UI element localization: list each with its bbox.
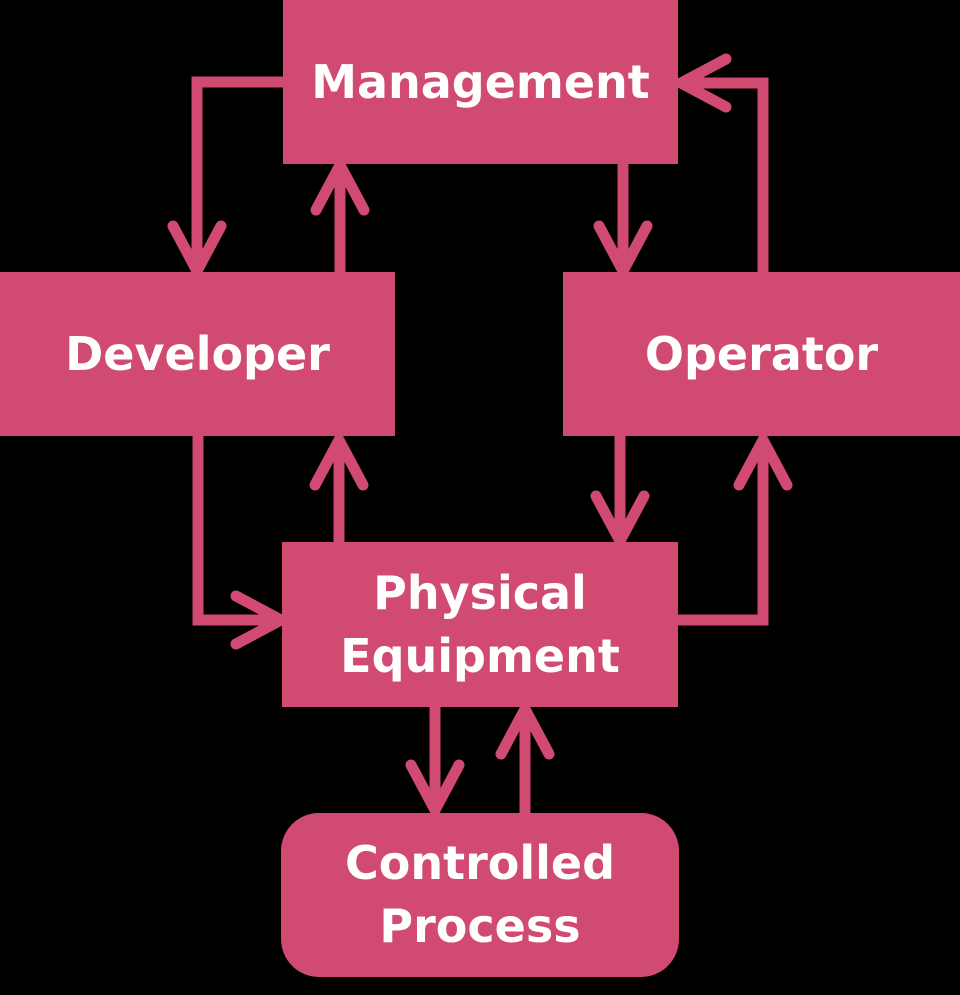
edge-line [191,76,283,271]
arrowhead-down-icon [593,220,653,283]
edge-operator-to-physical-equipment [590,436,650,553]
arrowhead-right-icon [230,590,293,650]
edge-physical-equipment-to-operator [678,428,793,626]
arrowhead-down-icon [167,220,227,283]
edge-management-to-developer [167,76,283,283]
edge-controlled-process-to-physical-equipment [495,697,555,813]
arrowhead-left-icon [669,53,732,113]
node-operator: Operator [563,272,960,436]
edge-line [681,77,769,272]
edge-developer-to-physical-equipment [192,436,293,650]
edge-physical-equipment-to-developer [309,428,369,542]
edge-management-to-operator [593,164,653,283]
edge-line [192,436,281,626]
node-physical-equipment: Physical Equipment [282,542,678,707]
node-label: Operator [644,326,879,381]
node-label-line: Process [379,899,581,953]
node-management: Management [283,0,678,164]
edge-physical-equipment-to-controlled-process [405,707,465,822]
arrowhead-up-icon [495,697,555,760]
arrowhead-down-icon [590,490,650,553]
node-label: Management [311,54,650,109]
arrowhead-up-icon [733,428,793,491]
arrowhead-up-icon [310,153,370,216]
node-label-line: Physical [373,565,587,620]
node-label: Developer [65,326,330,381]
edge-developer-to-management [310,153,370,272]
arrowhead-down-icon [405,759,465,822]
edge-line [678,440,769,626]
node-label-line: Controlled [344,836,616,890]
arrowhead-up-icon [309,428,369,491]
node-label-line: Equipment [340,628,620,683]
node-controlled-process: Controlled Process [281,813,679,977]
edge-operator-to-management [669,53,769,272]
node-developer: Developer [0,272,395,436]
